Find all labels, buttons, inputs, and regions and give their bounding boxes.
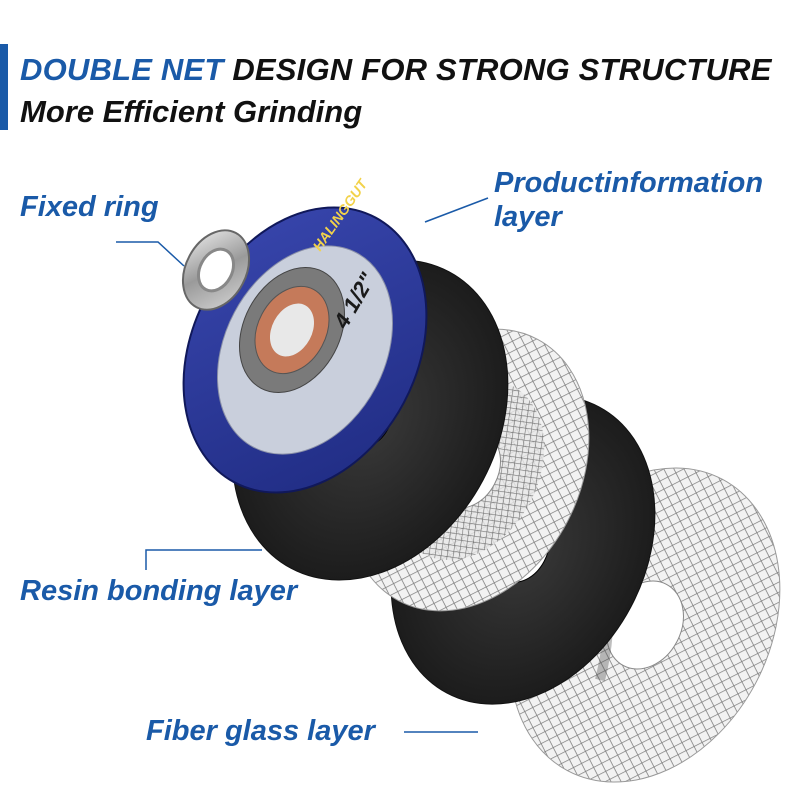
callout-product-info-line1: Productinformation <box>494 167 764 199</box>
callout-fixed-ring: Fixed ring <box>20 191 159 223</box>
callout-product-info-line2: layer <box>494 201 562 233</box>
resin-leader <box>145 549 262 570</box>
page-subtitle: More Efficient Grinding <box>20 94 363 129</box>
callout-resin-bonding: Resin bonding layer <box>20 575 298 607</box>
product-info-leader <box>424 197 489 223</box>
callout-leader-lines <box>116 197 489 733</box>
title-highlight: DOUBLE NET <box>20 52 224 87</box>
callout-fiber-glass: Fiber glass layer <box>146 715 375 747</box>
fixed-ring <box>181 229 251 311</box>
fixed-ring-leader <box>116 241 185 267</box>
title-accent-bar <box>0 44 8 130</box>
page-title: DOUBLE NET DESIGN FOR STRONG STRUCTURE <box>20 50 772 90</box>
title-rest: DESIGN FOR STRONG STRUCTURE <box>223 52 772 87</box>
